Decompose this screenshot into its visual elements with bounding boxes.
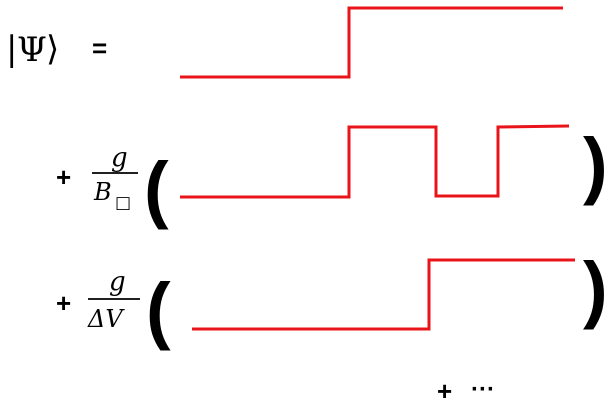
- ket-open-bar: |: [6, 29, 17, 69]
- denominator-b-term2: B: [93, 178, 112, 206]
- plus-sign-term2: +: [56, 162, 71, 192]
- denominator-subscript-square: □: [115, 193, 131, 213]
- dip-waveform: [180, 124, 570, 199]
- numerator-g-term2: g: [111, 143, 128, 173]
- denominator-delta-v-term3: ΔV: [87, 305, 125, 333]
- plus-sign-term3: +: [56, 288, 71, 318]
- ket-close-bracket: ⟩: [46, 29, 59, 69]
- paren-close-term2: ): [583, 123, 608, 206]
- psi-symbol: Ψ: [17, 30, 47, 70]
- paren-open-term3: (: [146, 268, 171, 351]
- plus-sign-tail: +: [437, 376, 452, 406]
- paren-close-term3: ): [583, 247, 608, 330]
- numerator-g-term3: g: [109, 267, 126, 297]
- step-waveform: [180, 6, 563, 79]
- ket-psi: | Ψ ⟩: [6, 29, 59, 70]
- ellipsis: ···: [471, 376, 495, 403]
- step-waveform-shifted: [192, 258, 575, 331]
- paren-open-term2: (: [144, 147, 169, 230]
- equals-sign: =: [92, 33, 107, 63]
